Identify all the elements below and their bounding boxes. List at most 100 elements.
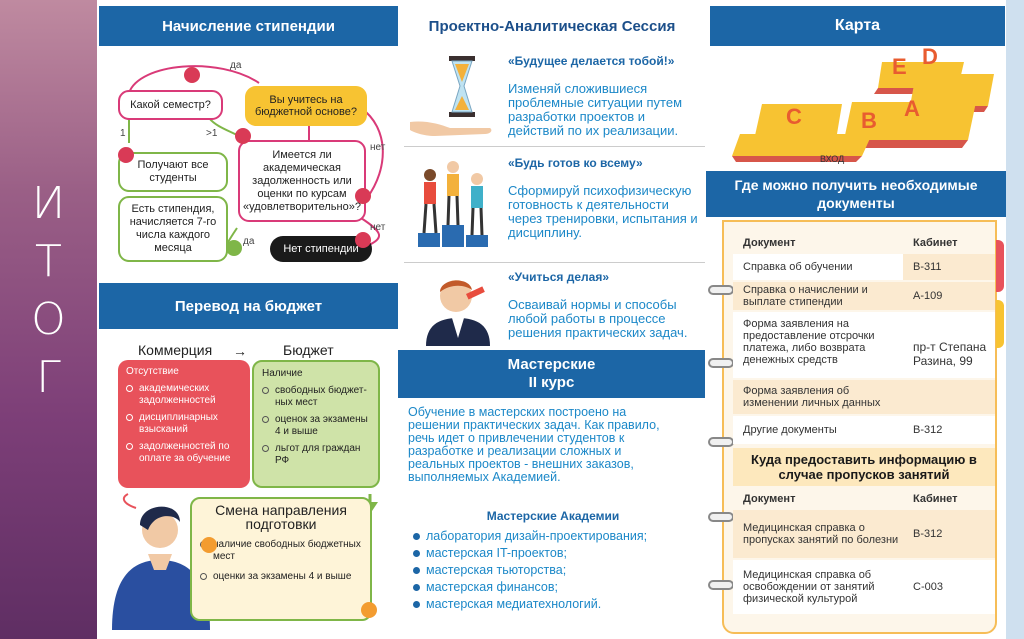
workshops-text: Обучение в мастерских построено на решен…: [408, 405, 660, 484]
change-item: оценки за экзамены 4 и выше: [200, 571, 362, 583]
bullet-icon: [126, 443, 133, 450]
absent-item-text: задолженностей по оплате за обучение: [139, 441, 231, 464]
map-building-label: D: [922, 44, 938, 69]
ring-binder-icon: [708, 285, 734, 295]
yes-label: да: [230, 60, 242, 71]
room-cell: пр-т Степана Разина, 99: [913, 340, 987, 368]
academies-list-item: мастерская IT-проектов;: [413, 546, 703, 560]
campus-map: [732, 62, 994, 162]
doc-cell: Медицинская справка о пропусках занятий …: [743, 522, 899, 546]
flow-dot: [118, 147, 134, 163]
stipend-header: Начисление стипендии: [99, 6, 398, 46]
divider: [404, 262, 705, 263]
academies-item-text: мастерская финансов;: [426, 580, 558, 594]
col-room-header: Кабинет: [913, 237, 958, 249]
divider: [404, 146, 705, 147]
bullet-icon: [262, 445, 269, 452]
abs-col-room-header: Кабинет: [913, 493, 958, 505]
bullet-icon: [262, 387, 269, 394]
q-semester-box: Какой семестр?: [118, 90, 223, 120]
flow-dot: [226, 240, 242, 256]
absence-title: Куда предоставить информацию в случае пр…: [733, 448, 995, 486]
stipend-granted-text: Есть стипендия, начисляется 7-го числа к…: [129, 203, 217, 254]
absence-table-row: Медицинская справка о пропусках занятий …: [733, 510, 995, 558]
academies-title: Мастерские Академии: [486, 509, 620, 523]
academies-list: лаборатория дизайн-проектирования; масте…: [413, 529, 703, 614]
bullet-icon: [413, 600, 420, 608]
all-students-text: Получают все студенты: [137, 159, 209, 184]
absent-item: академических задолженностей: [126, 383, 242, 407]
session-item-text: Изменяй сложившиеся проблемные ситуации …: [508, 81, 683, 138]
q-debt-text: Имеется ли академическая задолженность и…: [243, 148, 361, 213]
bullet-icon: [413, 549, 420, 557]
no-label: нет: [370, 142, 386, 153]
flow-dot: [361, 602, 377, 618]
room-cell: А-109: [913, 290, 943, 302]
session-header: Проектно-Аналитическая Сессия: [428, 17, 676, 35]
bullet-icon: [200, 573, 207, 580]
present-item-text: свободных бюджет-ных мест: [275, 385, 367, 408]
docs-table-row: Форма заявления на предоставление отсроч…: [733, 312, 995, 378]
bullet-icon: [126, 414, 133, 421]
arrow-icon: →: [233, 343, 247, 359]
session-item-title: «Учиться делая»: [508, 270, 610, 284]
notebook-tab: [996, 240, 1004, 292]
q-budget-text: Вы учитесь на бюджетной основе?: [254, 94, 358, 118]
map-building-label: B: [861, 108, 877, 133]
abs-col-doc-header: Документ: [743, 493, 796, 505]
no-label-2: нет: [370, 222, 386, 233]
col-doc-header: Документ: [743, 237, 796, 249]
workshops-header: Мастерские II курс: [398, 350, 705, 398]
stipend-granted-box: Есть стипендия, начисляется 7-го числа к…: [118, 196, 228, 262]
docs-table-row: Другие документы В-312: [733, 416, 995, 444]
absent-item: задолженностей по оплате за обучение: [126, 441, 242, 465]
ring-binder-icon: [708, 358, 734, 368]
change-title: Смена направления подготовки: [215, 502, 347, 532]
side-band: [0, 0, 97, 639]
yes-label-2: да: [243, 236, 255, 247]
winners-podium-icon: [418, 161, 488, 247]
absent-item: дисциплинарных взысканий: [126, 412, 242, 436]
bullet-icon: [126, 385, 133, 392]
ring-binder-icon: [708, 580, 734, 590]
academies-item-text: лаборатория дизайн-проектирования;: [426, 529, 648, 543]
bullet-icon: [413, 583, 420, 591]
workshops-subtitle: II курс: [528, 374, 575, 391]
absence-table-header: Документ Кабинет: [733, 490, 995, 508]
budget-decor: [112, 493, 378, 630]
map-building-label: C: [786, 104, 802, 129]
room-cell: В-311: [903, 254, 995, 280]
q-budget-box: Вы учитесь на бюджетной основе?: [245, 86, 367, 126]
q-semester-text: Какой семестр?: [130, 98, 211, 111]
doc-cell: Форма заявления на предоставление отсроч…: [743, 318, 875, 366]
change-item: наличие свободных бюджетных мест: [200, 539, 362, 563]
absent-item-text: дисциплинарных взысканий: [139, 412, 218, 435]
flow-dot: [355, 188, 371, 204]
session-item-title: «Будущее делается тобой!»: [508, 54, 675, 68]
docs-table-header: Документ Кабинет: [733, 234, 995, 252]
map-entry-label: ВХОД: [820, 154, 845, 164]
map-header: Карта: [710, 6, 1005, 46]
doc-cell: Справка об обучении: [743, 261, 853, 273]
present-item-text: оценок за экзамены 4 и выше: [275, 414, 368, 437]
room-cell: В-312: [913, 528, 943, 540]
academies-item-text: мастерская медиатехнологий.: [426, 597, 602, 611]
absent-item-text: академических задолженностей: [139, 383, 216, 406]
learner-icon: [426, 280, 490, 346]
hourglass-icon: [410, 56, 492, 136]
session-item-text: Осваивай нормы и способы любой работы в …: [508, 297, 688, 340]
present-item: свободных бюджет-ных мест: [262, 385, 370, 409]
change-direction-box: Смена направления подготовки наличие сво…: [190, 497, 372, 621]
session-item-title: «Будь готов ко всему»: [508, 156, 643, 170]
notebook-tab: [996, 300, 1004, 348]
academies-list-item: мастерская тьюторства;: [413, 563, 703, 577]
room-cell: В-312: [913, 424, 943, 436]
workshops-title: Мастерские: [507, 356, 596, 373]
flow-dot: [235, 128, 251, 144]
flow-dot: [355, 232, 371, 248]
doc-cell: Справка о начислении и выплате стипендии: [743, 284, 868, 308]
change-item-text: наличие свободных бюджетных мест: [213, 539, 361, 562]
side-letter: И: [31, 178, 66, 229]
map-building-label: A: [904, 96, 920, 121]
